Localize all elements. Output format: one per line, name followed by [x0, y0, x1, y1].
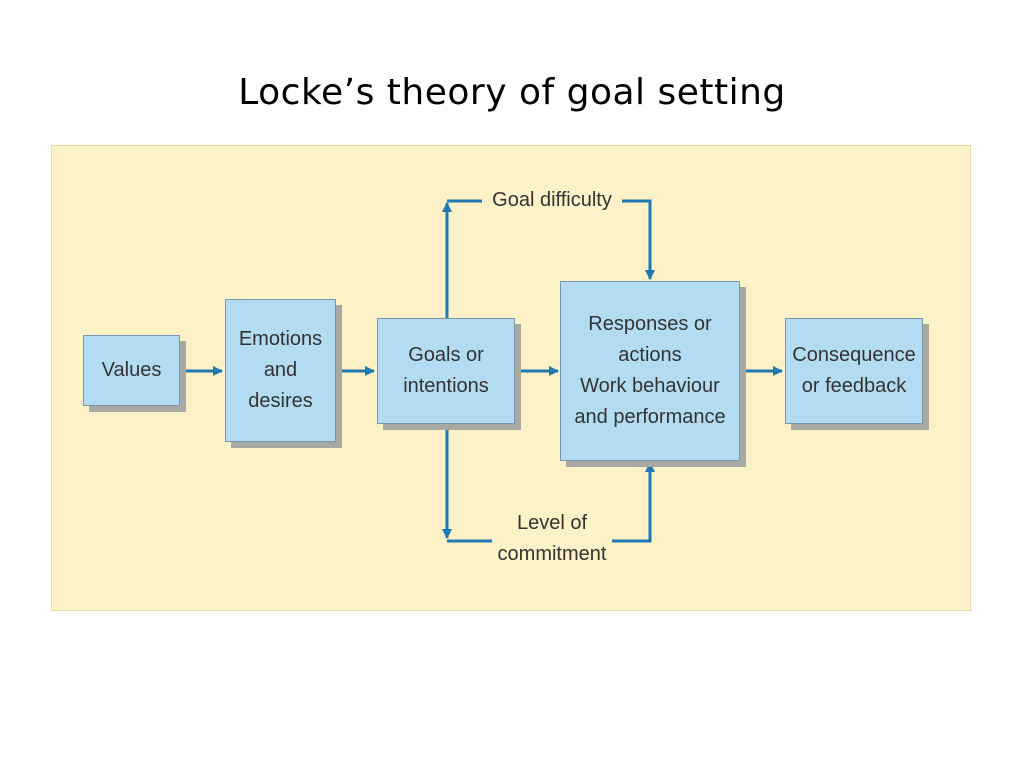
goals-label: Goals or intentions [403, 344, 489, 397]
emotions-label: Emotions and desires [238, 328, 323, 412]
values-box: Values [83, 335, 180, 406]
goals-box: Goals or intentions [377, 318, 515, 424]
values-label: Values [101, 359, 162, 381]
emotions-box: Emotions and desires [225, 299, 336, 442]
slide-title: Locke’s theory of goal setting [238, 72, 786, 113]
goal-difficulty-label: Goal difficulty [484, 185, 620, 216]
consequence-label: Consequence or feedback [792, 344, 916, 397]
consequence-box: Consequence or feedback [785, 318, 923, 424]
level-of-commitment-label: Level of commitment [494, 508, 610, 570]
responses-label: Responses or actions Work behaviour and … [574, 313, 726, 428]
responses-box: Responses or actions Work behaviour and … [560, 281, 740, 461]
